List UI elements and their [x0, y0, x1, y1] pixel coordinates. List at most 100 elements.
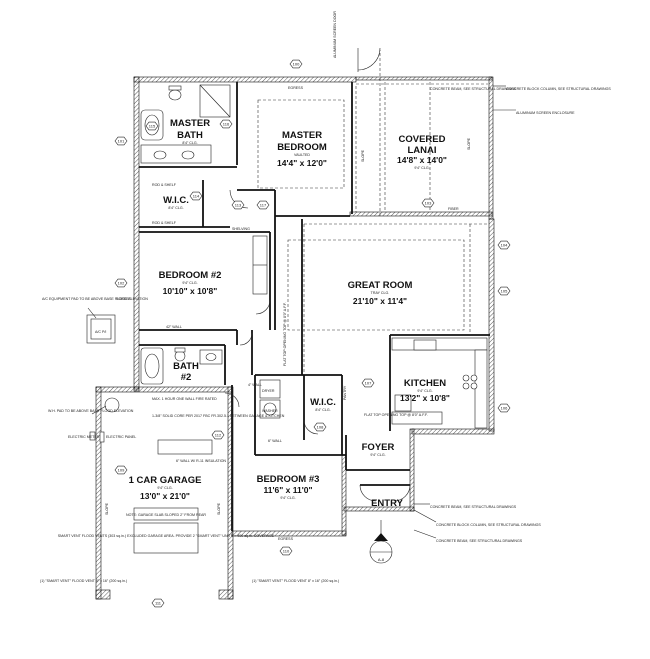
- rod-shelf-label-1: ROD & SHELF: [152, 183, 177, 187]
- window-tag-label: 114: [193, 193, 200, 198]
- window-tag: 114: [189, 191, 203, 201]
- window-tag-shape: [211, 430, 225, 440]
- window-tag-shape: [231, 200, 245, 210]
- master-bedroom-name-2: BEDROOM: [277, 142, 327, 153]
- window-tag-label: 112: [215, 432, 222, 437]
- kitchen-dim: 13'2" x 10'8": [400, 393, 450, 403]
- wh-pad-note: W.H. PAD TO BE ABOVE BASE FLOOD ELEVATIO…: [48, 409, 134, 413]
- window-tag: 106: [497, 403, 511, 413]
- window-tag-shape: [279, 546, 293, 556]
- smart-vent-note: SMART VENT FLOOD VENTS (303 sq.in.) EXCL…: [58, 534, 275, 538]
- window-tag-label: 107: [365, 380, 372, 385]
- window-tag-label: 117: [260, 202, 267, 207]
- window-tag-label: 105: [501, 288, 508, 293]
- egress-bottom: EGRESS: [278, 537, 294, 541]
- window-tag-shape: [256, 200, 270, 210]
- garage-dim: 13'0" x 21'0": [140, 491, 190, 501]
- note-boxes: NOTE: GARAGE SLAB SLOPED 2" FROM REAR SM…: [58, 439, 275, 554]
- window-tag-shape: [497, 403, 511, 413]
- egress-top: EGRESS: [288, 86, 304, 90]
- window-tag-label: 102: [118, 280, 125, 285]
- washer-label: WASHER: [262, 409, 278, 413]
- master-bath-name-2: BATH: [177, 130, 203, 141]
- window-tag-shape: [361, 378, 375, 388]
- section-mark-label: A-8: [378, 557, 385, 562]
- ceiling-lines: [257, 50, 488, 375]
- slope-garage-1: SLOPE: [105, 502, 109, 515]
- window-tag-shape: [421, 198, 435, 208]
- section-mark: A-8: [369, 520, 393, 564]
- rod-shelf-label-2: ROD & SHELF: [152, 221, 177, 225]
- wic2-clg: 8'4" CLG.: [315, 408, 330, 412]
- concrete-block-note-1: CONCRETE BLOCK COLUMN, SEE STRUCTURAL DR…: [506, 87, 611, 91]
- window-tag-shape: [114, 136, 128, 146]
- window-tag-label: 101: [118, 138, 125, 143]
- bedroom3-clg: 9'4" CLG.: [280, 496, 295, 500]
- bedroom3-name: BEDROOM #3: [257, 474, 320, 485]
- bedroom3-dim: 11'6" x 11'0": [264, 485, 313, 495]
- window-tag: 109: [114, 465, 128, 475]
- slope-label-1: SLOPE: [361, 149, 365, 162]
- lanai-dim: 14'8" x 14'0": [397, 155, 447, 165]
- kitchen-name: KITCHEN: [404, 378, 446, 389]
- lanai-clg: 9'4" CLG.: [414, 166, 429, 170]
- window-tag-label: 109: [118, 467, 125, 472]
- window-tag-shape: [145, 121, 159, 131]
- window-tag-shape: [497, 240, 511, 250]
- lanai-name: COVERED: [399, 134, 446, 145]
- window-tag: 117: [256, 200, 270, 210]
- half-wall-label: 42" WALL: [166, 325, 182, 329]
- great-room-dim: 21'10" x 11'4": [353, 296, 407, 306]
- electric-meter-label: ELECTRIC METER: [68, 435, 100, 439]
- bath2-name: BATH: [173, 361, 199, 372]
- great-room-name: GREAT ROOM: [348, 280, 413, 291]
- entry-name: ENTRY: [371, 498, 404, 509]
- bedroom2-dim: 10'10" x 10'8": [163, 286, 218, 296]
- window-tag-shape: [151, 598, 165, 608]
- fixtures: [86, 84, 488, 443]
- six-wall-label: 6" WALL: [268, 439, 282, 443]
- window-tag-label: 113: [235, 202, 242, 207]
- window-tag-label: 110: [283, 548, 290, 553]
- leader-lines: [87, 85, 516, 539]
- window-tag: 105: [497, 286, 511, 296]
- dryer-label: DRYER: [262, 389, 275, 393]
- bedroom2-name: BEDROOM #2: [159, 270, 222, 281]
- egress-bed2: EGRESS: [116, 297, 132, 301]
- master-bath-name: MASTER: [170, 118, 210, 129]
- window-tag: 110: [279, 546, 293, 556]
- window-tag-label: 111: [155, 600, 162, 605]
- ac-pad-note: A/C EQUIPMENT PAD TO BE ABOVE BASE FLOOD…: [42, 297, 148, 301]
- master-bedroom-dim: 14'4" x 12'0": [277, 158, 327, 168]
- window-tag: 116: [219, 119, 233, 129]
- window-tag-label: 104: [501, 242, 508, 247]
- flat-top-note-2: FLAT TOP OPENING TOP @ 8'0" A.F.F.: [364, 413, 428, 417]
- window-tag: 111: [151, 598, 165, 608]
- room-labels: MASTER BATH 8'4" CLG. MASTER BEDROOM VAU…: [129, 118, 450, 509]
- exterior-walls: [95, 76, 495, 600]
- window-tag-shape: [497, 286, 511, 296]
- window-tag-label: 116: [223, 121, 230, 126]
- lanai-name-2: LANAI: [407, 145, 436, 156]
- window-tag: 103: [421, 198, 435, 208]
- hour-wall-note: MAX. 1 HOUR ONE WALL FIRE RATED: [152, 397, 217, 401]
- pantry-label: PANTRY: [343, 385, 347, 400]
- window-tag-label: 106: [501, 405, 508, 410]
- fiber-wall-note: 6" WALL W/ R-11 INSULATION: [176, 459, 226, 463]
- window-tag-label: 115: [149, 123, 156, 128]
- slope-label-2: SLOPE: [467, 137, 471, 150]
- bath2-name-2: #2: [181, 372, 192, 383]
- concrete-block-note-2: CONCRETE BLOCK COLUMN, SEE STRUCTURAL DR…: [436, 523, 541, 527]
- master-bedroom-name: MASTER: [282, 130, 322, 141]
- window-tag-label: 108: [317, 424, 324, 429]
- garage-clg: 9'4" CLG.: [157, 486, 172, 490]
- great-room-clg: TRAY CLG.: [371, 291, 390, 295]
- window-tag-shape: [289, 59, 303, 69]
- flood-vent-right: (1) "SMART VENT" FLOOD VENT 8" x 16" (20…: [252, 579, 339, 583]
- window-tag-shape: [114, 465, 128, 475]
- annotations: ROD & SHELF ROD & SHELF SHELVING EGRESS …: [40, 11, 611, 583]
- master-bedroom-clg: VAULTED: [294, 153, 310, 157]
- window-tag: 113: [231, 200, 245, 210]
- window-tag: 104: [497, 240, 511, 250]
- window-tag: 101: [114, 136, 128, 146]
